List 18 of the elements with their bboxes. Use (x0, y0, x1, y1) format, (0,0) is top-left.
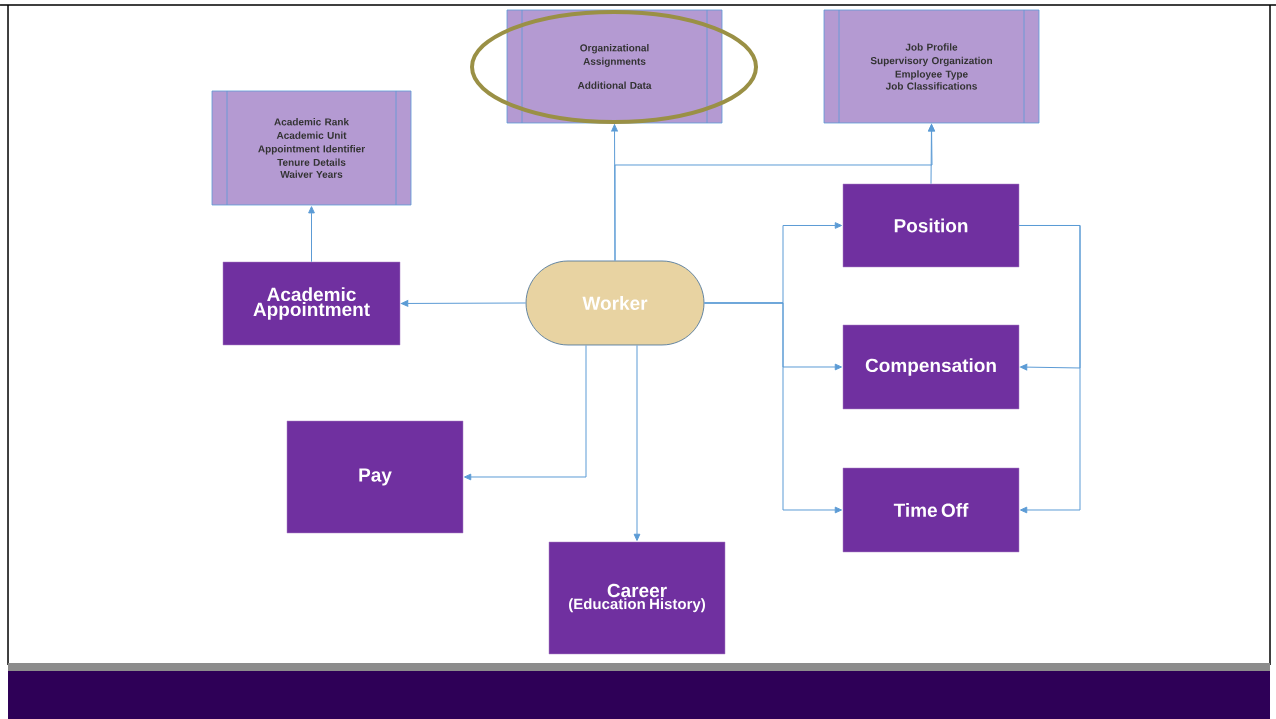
arrow (464, 344, 587, 481)
arrow (703, 302, 842, 514)
process-box: Compensation (842, 324, 1020, 410)
arrow (633, 344, 641, 541)
arrow (1018, 225, 1081, 514)
attribute-list-box: Academic Rank Academic Unit Appointment Identifier Tenure Details Waiver Years (211, 90, 412, 206)
process-box: Time Off (842, 467, 1020, 553)
arrow (308, 206, 315, 263)
process-box: Career (Education History) (548, 541, 726, 655)
process-box: Pay (286, 420, 464, 534)
attribute-list-box: Organizational Assignments Additional Data (506, 9, 723, 124)
arrow (401, 300, 527, 307)
process-box: Position (842, 183, 1020, 268)
attribute-list-box: Job Profile Supervisory Organization Employee Type Job Classifications (823, 9, 1040, 124)
process-box: Academic Appointment (222, 261, 401, 346)
arrow (928, 124, 935, 185)
arrow (614, 124, 935, 262)
worker-terminator: Worker (525, 260, 705, 346)
